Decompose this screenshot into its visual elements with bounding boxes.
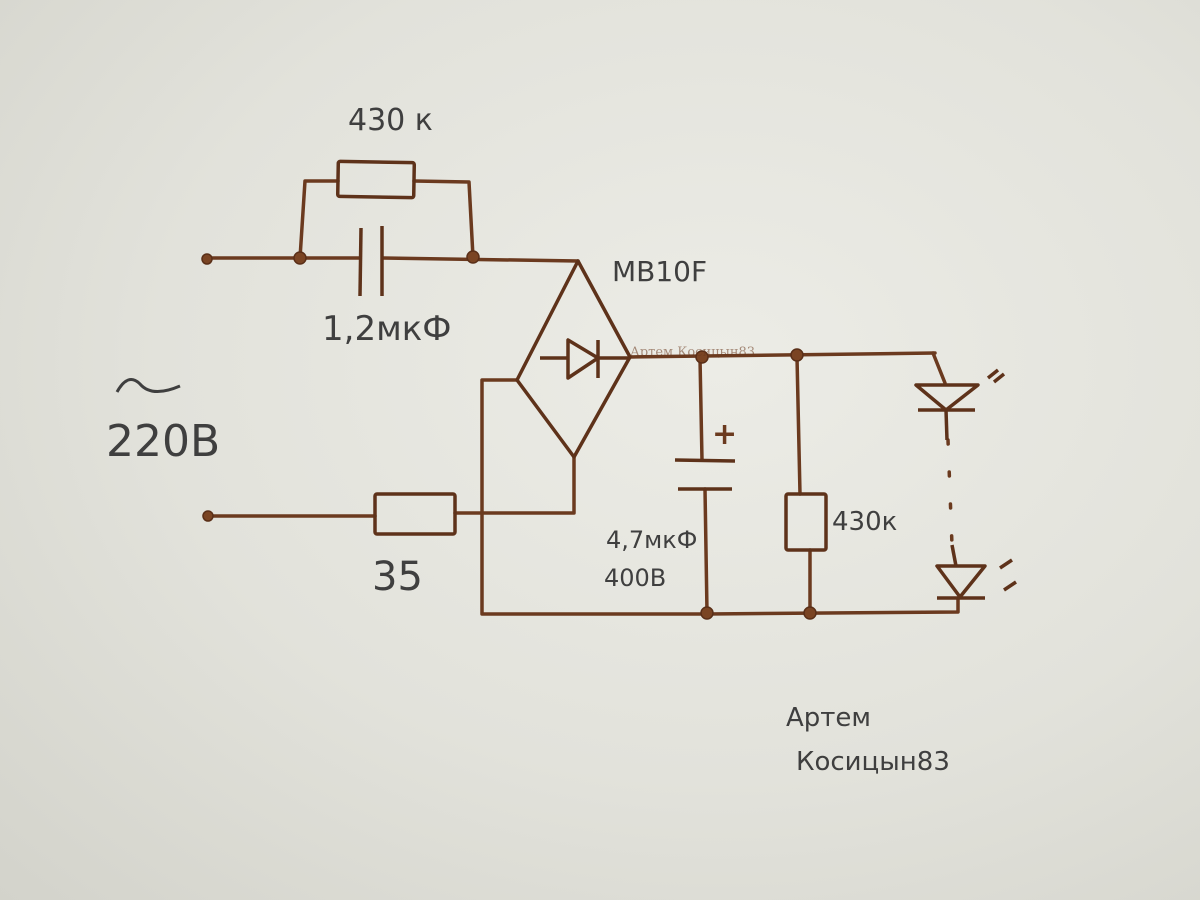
wire-r2-to-bridge [453,455,576,515]
author-last-name: Косицын83 [796,747,950,777]
capacitor-c1 [358,226,384,297]
c2-polarity-label: + [712,417,737,452]
bridge-name-label: MB10F [612,255,707,288]
wire-r1-return [412,179,475,259]
junction-dot [803,606,817,620]
wires [205,179,960,616]
c2-capacitance-label: 4,7мкФ [606,526,697,554]
watermark-text: Артем Косицын83 [630,345,755,360]
wire-led-top [931,351,947,385]
wire-minus-rail [705,596,960,616]
wire-plus-rail [628,351,937,359]
terminal-top [201,253,213,265]
wire-r3-top [795,355,802,496]
wire-c2-bottom [703,487,709,614]
r2-value-label: 35 [372,554,423,600]
led-bottom [935,544,1017,600]
junction-dots [293,250,817,620]
wire-ground-left [480,378,709,616]
r3-value-label: 430к [832,507,897,537]
capacitor-c2 [674,458,736,491]
supply-voltage-label: 220В [106,416,220,467]
terminal-bottom [202,510,214,522]
junction-dot [466,250,480,264]
wire-c2-top [698,356,704,462]
wire-c1-to-bridge [381,256,580,263]
junction-dot [700,606,714,620]
wire-r1-branch [298,179,340,260]
resistor-r3 [784,492,828,552]
junction-dot [790,348,804,362]
led-top [914,368,1006,441]
resistor-r1 [335,159,417,200]
ac-tilde-mark [115,378,181,393]
c2-voltage-label: 400В [604,564,666,592]
junction-dot [293,251,307,265]
diode-bridge [515,259,632,459]
junction-dot [695,350,709,364]
wire-led-dotted [946,438,954,547]
resistor-r2 [373,492,457,536]
c1-value-label: 1,2мкФ [322,309,452,349]
author-first-name: Артем [786,703,871,733]
r1-value-label: 430 к [348,103,433,138]
